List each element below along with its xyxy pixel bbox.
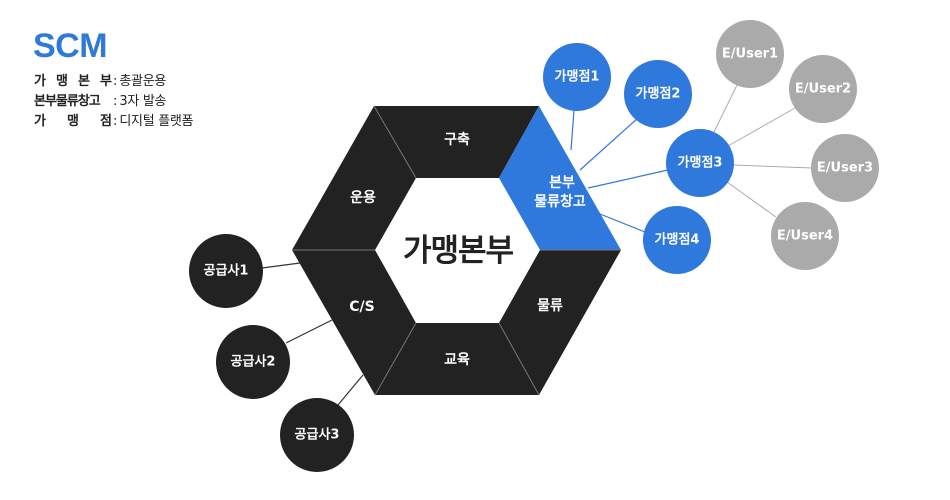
supplier-node[interactable]: 공급사3 (280, 398, 354, 472)
supplier-label: 공급사1 (204, 263, 249, 279)
franchise-node[interactable]: 가맹점2 (624, 60, 692, 128)
connector-franchise3-user2 (727, 107, 796, 147)
supplier-circle[interactable] (216, 325, 290, 399)
connector-franchise3-user4 (726, 181, 777, 218)
supplier-label: 공급사3 (295, 427, 340, 443)
end-user-nodes: E/User1 E/User2 E/User3 E/User4 (716, 20, 879, 270)
segment-hq-warehouse[interactable] (499, 106, 621, 250)
segment-label-operation: 운용 (350, 190, 376, 206)
connector-cs-supplier2 (285, 319, 333, 344)
hex-divider (374, 322, 417, 396)
franchise-circle[interactable] (543, 43, 611, 111)
legend-row-hq: 가 맹 본 부 : 총괄운용 (34, 72, 193, 92)
end-user-node[interactable]: E/User4 (771, 202, 839, 270)
end-user-node[interactable]: E/User2 (789, 55, 857, 123)
franchise-node[interactable]: 가맹점3 (666, 129, 734, 197)
legend-value: 3자 발송 (119, 94, 167, 109)
segment-label-logistics: 물류 (537, 298, 563, 314)
segment-label-construction: 구축 (444, 132, 470, 148)
legend: 가 맹 본 부 : 총괄운용 본부물류창고 : 3자 발송 가 맹 점 : 디지… (34, 72, 193, 132)
segment-logistics[interactable] (499, 250, 621, 395)
legend-key: 가 맹 본 부 (34, 72, 112, 92)
center-label: 가맹본부 (403, 233, 514, 269)
franchise-label: 가맹점3 (678, 155, 723, 171)
franchise-node[interactable]: 가맹점4 (643, 206, 711, 274)
connector-warehouse-franchise2 (579, 117, 639, 171)
franchise-label: 가맹점2 (636, 86, 681, 102)
end-user-circle[interactable] (789, 55, 857, 123)
legend-key-char: 맹 (56, 74, 68, 89)
legend-key-char: 맹 (67, 114, 79, 129)
connector-warehouse-franchise3 (587, 169, 669, 189)
legend-key: 본부물류창고 (34, 92, 112, 112)
end-user-label: E/User3 (817, 161, 873, 176)
legend-separator: : (113, 94, 118, 109)
supplier-node[interactable]: 공급사1 (189, 234, 263, 308)
connector-cs-supplier3 (337, 374, 364, 406)
segment-label-education: 교육 (444, 352, 470, 368)
hexagon: 구축 본부 물류창고 물류 교육 C/S 운용 가맹본부 (292, 105, 621, 396)
legend-value: 디지털 플랫폼 (119, 114, 194, 129)
end-user-node[interactable]: E/User3 (811, 134, 879, 202)
segment-cs[interactable] (292, 250, 416, 395)
legend-separator: : (113, 74, 118, 89)
franchise-node[interactable]: 가맹점1 (543, 43, 611, 111)
end-user-label: E/User1 (722, 47, 778, 62)
end-user-circle[interactable] (771, 202, 839, 270)
franchise-label: 가맹점4 (655, 232, 700, 248)
legend-row-franchise: 가 맹 점 : 디지털 플랫폼 (34, 112, 193, 132)
diagram-title: SCM (33, 27, 108, 65)
legend-key-char: 본부물류창고 (34, 94, 101, 109)
supplier-circle[interactable] (280, 398, 354, 472)
hex-divider (498, 322, 540, 396)
segment-education[interactable] (375, 323, 539, 395)
legend-key-char: 본 (78, 74, 90, 89)
legend-key-char: 점 (100, 114, 112, 129)
supplier-nodes: 공급사1 공급사2 공급사3 (189, 234, 354, 472)
end-user-node[interactable]: E/User1 (716, 20, 784, 88)
connectors (261, 84, 813, 406)
end-user-circle[interactable] (811, 134, 879, 202)
end-user-label: E/User4 (777, 229, 833, 244)
legend-row-warehouse: 본부물류창고 : 3자 발송 (34, 92, 193, 112)
hex-divider (373, 105, 417, 179)
connector-franchise3-user3 (732, 164, 813, 169)
segment-label-hq-warehouse-line1: 본부 (549, 175, 575, 191)
legend-key-char: 가 (34, 114, 46, 129)
supplier-circle[interactable] (189, 234, 263, 308)
connector-warehouse-franchise4 (599, 213, 646, 233)
franchise-circle[interactable] (643, 206, 711, 274)
end-user-circle[interactable] (716, 20, 784, 88)
legend-key-char: 가 (34, 74, 46, 89)
legend-separator: : (113, 114, 118, 129)
legend-key: 가 맹 점 (34, 112, 112, 132)
supplier-node[interactable]: 공급사2 (216, 325, 290, 399)
segment-operation[interactable] (292, 106, 416, 250)
end-user-label: E/User2 (795, 82, 851, 97)
legend-value: 총괄운용 (119, 74, 167, 89)
supplier-label: 공급사2 (231, 354, 276, 370)
connector-franchise3-user1 (713, 84, 738, 133)
franchise-circle[interactable] (666, 129, 734, 197)
segment-construction[interactable] (374, 106, 539, 178)
franchise-label: 가맹점1 (555, 69, 600, 85)
connector-cs-supplier1 (261, 262, 301, 269)
legend-key-char: 부 (100, 74, 112, 89)
segment-label-cs: C/S (349, 299, 374, 315)
connector-warehouse-franchise1 (570, 109, 575, 151)
franchise-circle[interactable] (624, 60, 692, 128)
segment-label-hq-warehouse-line2: 물류창고 (534, 193, 586, 210)
franchise-nodes: 가맹점1 가맹점2 가맹점3 가맹점4 (543, 43, 734, 274)
